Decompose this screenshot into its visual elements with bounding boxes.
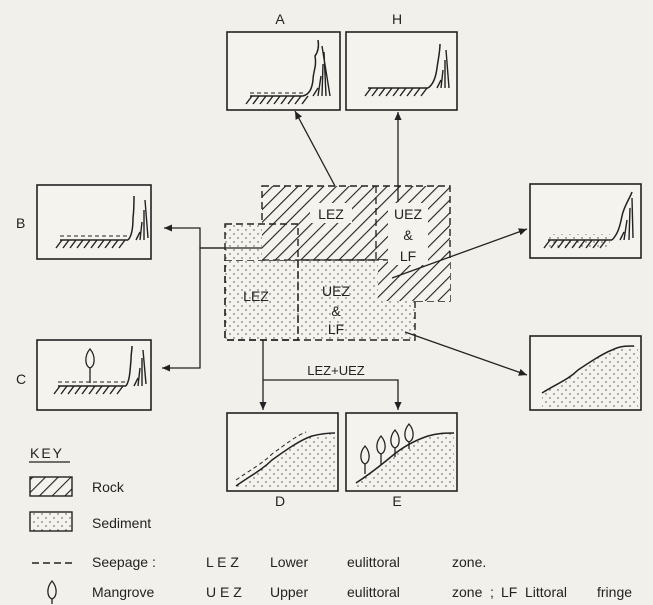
panel-a: A (227, 11, 340, 110)
legend-uez-word-3: zone (452, 584, 483, 600)
arrow-to-panel-c (162, 248, 225, 368)
legend-uez-word-1: Upper (270, 584, 308, 600)
central-zone-map: LEZ UEZ & LF LEZ UEZ & LF (225, 186, 450, 340)
rock-ampersand-label: & (403, 227, 413, 243)
panel-a-label: A (275, 11, 285, 27)
legend-lez-abbr: L E Z (206, 554, 239, 570)
legend-rock-swatch (30, 477, 72, 496)
legend-lez-word-2: eulittoral (347, 554, 400, 570)
arrow-label-lez-uez: LEZ+UEZ (307, 363, 364, 378)
arrow-to-panel-e (263, 380, 398, 410)
panel-e-label: E (392, 493, 401, 509)
legend-lf-word-2: fringe (597, 584, 632, 600)
legend-lf-word-1: Littoral (525, 584, 567, 600)
legend-seepage-colon: : (152, 554, 156, 570)
panel-b-label: B (16, 215, 25, 231)
panel-h-frame (346, 32, 457, 110)
rock-overlap-area (378, 260, 450, 301)
sediment-uez-label: UEZ (322, 283, 350, 299)
rock-lf-label: LF (400, 248, 416, 264)
panel-e: E (346, 413, 457, 509)
legend-sediment-swatch (30, 512, 72, 531)
panel-c-label: C (16, 371, 26, 387)
legend-rock-label: Rock (92, 479, 125, 495)
legend-lez-word-3: zone. (452, 554, 486, 570)
legend-semicolon: ; (490, 584, 494, 600)
legend-lf-abbr: LF (501, 584, 517, 600)
panel-d-label: D (275, 493, 285, 509)
panel-right-rock (530, 184, 641, 258)
rock-seepage-corner (262, 224, 298, 260)
arrow-to-panel-a (295, 111, 335, 186)
sediment-lf-label: LF (328, 321, 344, 337)
panel-b: B (16, 185, 151, 259)
panel-h-label: H (392, 11, 402, 27)
panel-c-frame (37, 340, 151, 410)
panel-c: C (16, 340, 151, 410)
legend-uez-abbr: U E Z (206, 584, 242, 600)
legend-lez-word-1: Lower (270, 554, 308, 570)
legend-mangrove-icon (48, 581, 56, 604)
panel-h: H (346, 11, 457, 110)
legend-uez-word-2: eulittoral (347, 584, 400, 600)
legend-title: KEY (30, 445, 64, 461)
arrow-to-right-sediment-panel (405, 332, 527, 375)
legend-seepage-label: Seepage (92, 554, 148, 570)
panel-right-sediment (530, 336, 641, 410)
sediment-ampersand-label: & (331, 303, 341, 319)
legend-mangrove-label: Mangrove (92, 584, 154, 600)
legend-sediment-label: Sediment (92, 515, 151, 531)
sediment-lez-label: LEZ (243, 288, 269, 304)
rock-lez-label: LEZ (318, 206, 344, 222)
rock-uez-label: UEZ (394, 206, 422, 222)
panel-d: D (227, 413, 338, 509)
